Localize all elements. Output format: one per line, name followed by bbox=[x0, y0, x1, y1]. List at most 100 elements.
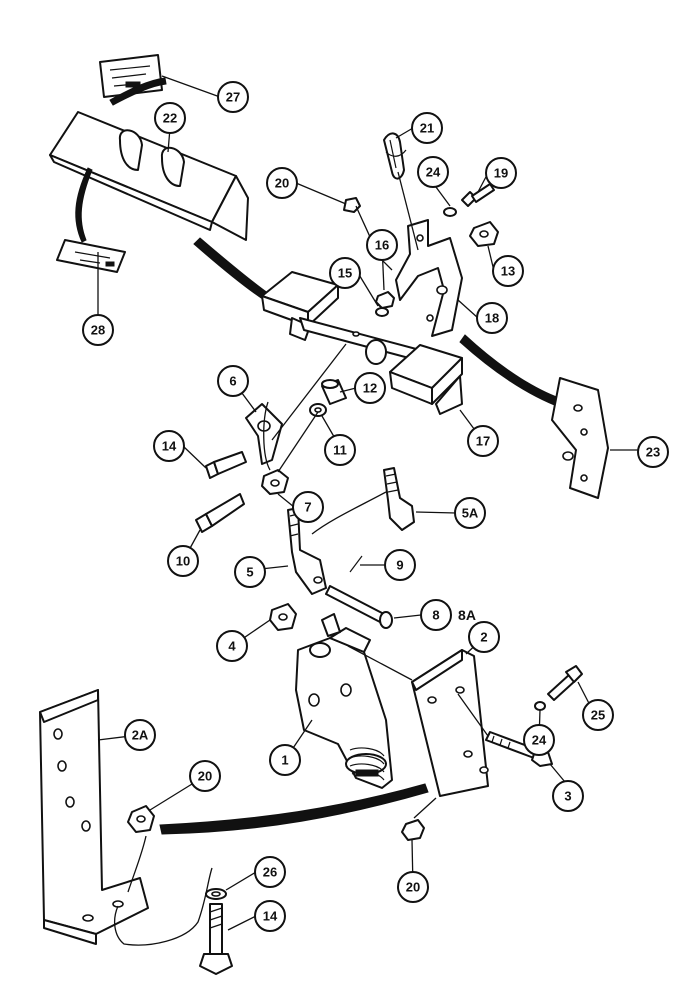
bolt-19 bbox=[461, 183, 495, 207]
svg-text:19: 19 bbox=[494, 166, 508, 181]
arrow-bracket-23 bbox=[459, 334, 566, 409]
bolt-14-lower bbox=[199, 903, 233, 975]
nut-16 bbox=[375, 291, 395, 309]
callout-20-left: 20 bbox=[189, 760, 221, 792]
callout-28: 28 bbox=[82, 314, 114, 346]
arrow-bracket-2a bbox=[159, 783, 429, 835]
svg-text:26: 26 bbox=[263, 865, 277, 880]
nut-20-lower bbox=[401, 819, 425, 841]
callout-24-lower: 24 bbox=[523, 724, 555, 756]
callout-19: 19 bbox=[485, 157, 517, 189]
callout-14-top: 14 bbox=[153, 430, 185, 462]
svg-text:9: 9 bbox=[396, 558, 403, 573]
svg-text:2A: 2A bbox=[132, 728, 149, 743]
bracket-18 bbox=[395, 219, 463, 337]
assembly-lines bbox=[113, 171, 489, 946]
decal-28 bbox=[56, 239, 126, 273]
callout-20-top: 20 bbox=[266, 167, 298, 199]
callout-26: 26 bbox=[254, 856, 286, 888]
bolt-14-top bbox=[205, 451, 247, 479]
cotter-pin-9 bbox=[349, 555, 363, 573]
callout-9: 9 bbox=[384, 549, 416, 581]
valve-1 bbox=[295, 613, 393, 789]
svg-text:17: 17 bbox=[476, 434, 490, 449]
callout-3: 3 bbox=[552, 780, 584, 812]
callout-5: 5 bbox=[234, 556, 266, 588]
svg-text:22: 22 bbox=[163, 111, 177, 126]
callout-18: 18 bbox=[476, 302, 508, 334]
callout-8: 8 bbox=[420, 599, 452, 631]
svg-text:23: 23 bbox=[646, 445, 660, 460]
callout-13: 13 bbox=[492, 255, 524, 287]
svg-text:12: 12 bbox=[363, 381, 377, 396]
clevis-pin-8 bbox=[325, 585, 393, 629]
callout-11: 11 bbox=[324, 434, 356, 466]
callout-17: 17 bbox=[467, 425, 499, 457]
svg-text:20: 20 bbox=[198, 769, 212, 784]
svg-text:13: 13 bbox=[501, 264, 515, 279]
bracket-23 bbox=[551, 377, 609, 499]
svg-text:24: 24 bbox=[532, 733, 547, 748]
svg-text:11: 11 bbox=[333, 443, 347, 458]
callout-27: 27 bbox=[217, 81, 249, 113]
nut-4 bbox=[269, 603, 297, 631]
callout-23: 23 bbox=[637, 436, 669, 468]
svg-text:21: 21 bbox=[420, 121, 434, 136]
callout-6: 6 bbox=[217, 365, 249, 397]
svg-text:4: 4 bbox=[228, 639, 236, 654]
yoke-5 bbox=[287, 507, 327, 595]
callout-15: 15 bbox=[329, 257, 361, 289]
bracket-2a bbox=[39, 689, 149, 945]
svg-text:25: 25 bbox=[591, 708, 605, 723]
bracket-2 bbox=[411, 649, 489, 797]
callout-20-lower: 20 bbox=[397, 871, 429, 903]
svg-text:2: 2 bbox=[480, 630, 487, 645]
svg-text:1: 1 bbox=[281, 753, 288, 768]
svg-text:27: 27 bbox=[226, 90, 240, 105]
callout-4: 4 bbox=[216, 630, 248, 662]
svg-text:20: 20 bbox=[406, 880, 420, 895]
svg-text:7: 7 bbox=[304, 500, 311, 515]
svg-text:6: 6 bbox=[229, 374, 236, 389]
clip-21 bbox=[383, 132, 407, 180]
bolt-25 bbox=[547, 665, 583, 701]
washer-11 bbox=[309, 403, 327, 417]
svg-text:15: 15 bbox=[338, 266, 352, 281]
svg-text:5: 5 bbox=[246, 565, 253, 580]
arrow-decal-28 bbox=[75, 167, 93, 243]
svg-text:5A: 5A bbox=[462, 506, 479, 521]
svg-text:14: 14 bbox=[162, 439, 177, 454]
yoke-5a bbox=[383, 467, 415, 531]
callout-21: 21 bbox=[411, 112, 443, 144]
svg-text:8: 8 bbox=[432, 608, 439, 623]
nut-13 bbox=[469, 221, 499, 247]
callout-14-lower: 14 bbox=[254, 900, 286, 932]
svg-text:28: 28 bbox=[91, 323, 105, 338]
callout-2a: 2A bbox=[124, 719, 156, 751]
callout-2: 2 bbox=[468, 621, 500, 653]
washer-26 bbox=[205, 888, 227, 900]
pedal-assembly-17 bbox=[261, 271, 463, 415]
svg-text:3: 3 bbox=[564, 789, 571, 804]
callout-12: 12 bbox=[354, 372, 386, 404]
svg-text:14: 14 bbox=[263, 909, 278, 924]
callout-25: 25 bbox=[582, 699, 614, 731]
svg-text:24: 24 bbox=[426, 165, 441, 180]
callout-10: 10 bbox=[167, 545, 199, 577]
spacer-12 bbox=[321, 379, 347, 405]
svg-text:18: 18 bbox=[485, 311, 499, 326]
svg-text:20: 20 bbox=[275, 176, 289, 191]
label-8a: 8A bbox=[458, 607, 476, 623]
callout-7: 7 bbox=[292, 491, 324, 523]
callout-16: 16 bbox=[366, 229, 398, 261]
svg-text:10: 10 bbox=[176, 554, 190, 569]
arrow-decal-27 bbox=[109, 77, 167, 106]
callout-24-top: 24 bbox=[417, 156, 449, 188]
bolt-10 bbox=[195, 493, 245, 533]
washer-24-lower bbox=[534, 701, 546, 711]
callout-22: 22 bbox=[154, 102, 186, 134]
washer-24-top bbox=[443, 207, 457, 217]
callout-5a: 5A bbox=[454, 497, 486, 529]
nut-20-left bbox=[127, 805, 155, 833]
